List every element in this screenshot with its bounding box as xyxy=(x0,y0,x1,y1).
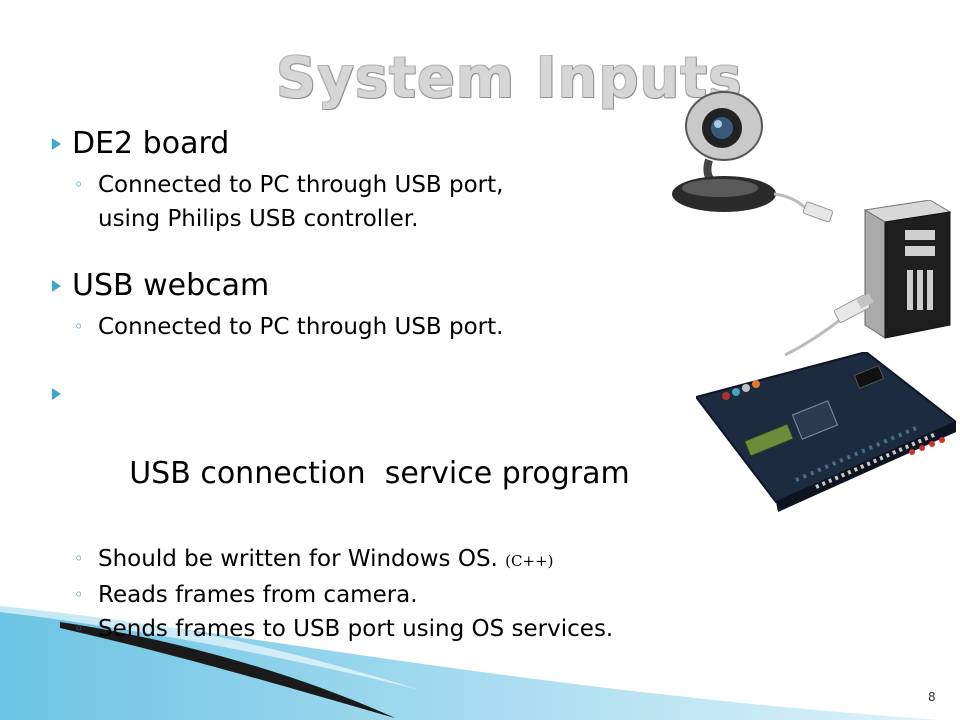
bullet-de2-board: DE2 board xyxy=(48,124,768,164)
bullet-list: DE2 board ◦ Connected to PC through USB … xyxy=(48,124,768,646)
pc-tower-image xyxy=(863,200,952,339)
arrow-bullet-icon xyxy=(52,138,61,150)
circle-bullet-icon: ◦ xyxy=(74,549,84,568)
sub-bullet: ◦ Connected to PC through USB port, xyxy=(48,168,768,202)
sub-bullet-continuation: using Philips USB controller. xyxy=(98,206,419,232)
circle-bullet-icon: ◦ xyxy=(74,175,84,194)
sub-bullet: ◦ Connected to PC through USB port. xyxy=(48,310,768,344)
slide-title: System Inputs xyxy=(276,46,743,111)
circle-bullet-icon: ◦ xyxy=(74,619,84,638)
arrow-bullet-icon xyxy=(52,280,61,292)
sub-bullet: ◦ Reads frames from camera. xyxy=(48,578,768,612)
bullet-usb-webcam: USB webcam xyxy=(48,266,768,306)
usb-cable-image xyxy=(784,293,874,357)
webcam-image xyxy=(672,91,834,223)
sub-bullet: ◦ Should be written for Windows OS. (C++… xyxy=(48,542,768,578)
circle-bullet-icon: ◦ xyxy=(74,585,84,604)
sub-bullet: ◦ Sends frames to USB port using OS serv… xyxy=(48,612,768,646)
language-note: (C++) xyxy=(505,552,554,570)
de2-board-image xyxy=(696,352,956,512)
page-number: 8 xyxy=(928,690,936,704)
arrow-bullet-icon xyxy=(52,388,61,400)
circle-bullet-icon: ◦ xyxy=(74,317,84,336)
bullet-usb-service-program: USB connection service program xyxy=(48,374,768,534)
